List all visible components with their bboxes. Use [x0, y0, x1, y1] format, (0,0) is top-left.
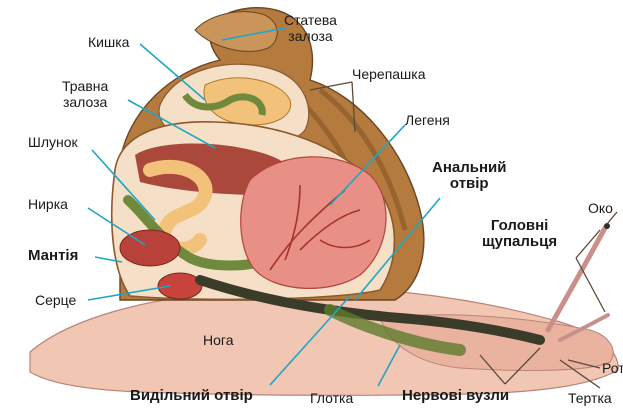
lung-shape	[241, 157, 386, 289]
shell-apex	[195, 12, 277, 52]
heart-shape	[158, 273, 202, 299]
label-head-tentacles-line2: щупальця	[482, 234, 557, 250]
label-foot: Нога	[203, 332, 233, 348]
label-intestine: Кишка	[88, 34, 129, 50]
label-digestive-gland: Травна залоза	[62, 78, 108, 110]
label-mouth: Рот	[602, 360, 623, 376]
label-excretory-opening: Видільний отвір	[130, 388, 253, 404]
label-anus-line2: отвір	[432, 176, 507, 192]
eye-dot	[604, 223, 610, 229]
label-radula: Тертка	[568, 390, 612, 406]
label-anus: Анальний отвір	[432, 160, 507, 192]
label-head-tentacles: Головні щупальця	[482, 218, 557, 250]
label-gonad: Статева залоза	[284, 12, 337, 44]
label-lung: Легеня	[405, 112, 450, 128]
kidney-shape	[120, 230, 180, 266]
label-anus-line1: Анальний	[432, 160, 507, 176]
label-eye: Око	[588, 200, 613, 216]
label-digestive-gland-line2: залоза	[62, 94, 108, 110]
label-gonad-line1: Статева	[284, 12, 337, 28]
label-stomach: Шлунок	[28, 134, 78, 150]
label-gonad-line2: залоза	[284, 28, 337, 44]
label-pharynx: Глотка	[310, 390, 353, 406]
label-nerve-ganglia: Нервові вузли	[402, 388, 509, 404]
label-head-tentacles-line1: Головні	[482, 218, 557, 234]
label-mantle: Мантія	[28, 248, 78, 264]
label-kidney: Нирка	[28, 196, 68, 212]
label-digestive-gland-line1: Травна	[62, 78, 108, 94]
label-heart: Серце	[35, 292, 76, 308]
label-shell: Черепашка	[352, 66, 426, 82]
